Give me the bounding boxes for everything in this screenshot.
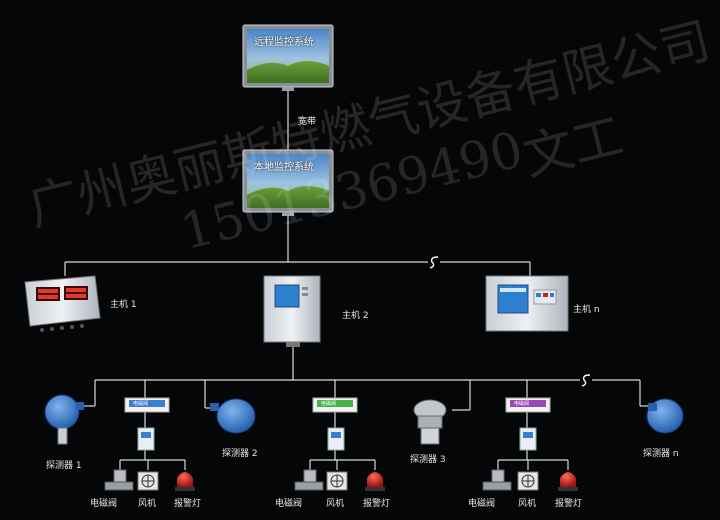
solenoid-valve-icon	[482, 469, 512, 491]
host-2-controller	[263, 275, 321, 347]
detector-3	[413, 399, 447, 445]
detector-1	[44, 394, 84, 445]
relay-box-2	[312, 397, 358, 451]
connection-lines	[64, 88, 652, 470]
fan-icon	[326, 471, 348, 491]
host-1-label: 主机 1	[110, 300, 137, 310]
alarm-light-icon	[365, 472, 385, 491]
alarm-light-icon	[175, 472, 195, 491]
local-monitor-title: 本地监控系统	[254, 162, 314, 173]
relay-box-3	[505, 397, 551, 451]
alarm-light-label: 报警灯	[555, 499, 583, 509]
relay-2-title: 电磁阀	[321, 401, 337, 407]
alarm-light-label: 报警灯	[174, 499, 202, 509]
local-monitor	[242, 149, 334, 216]
relay-box-1	[124, 397, 170, 451]
fan-icon	[517, 471, 539, 491]
valve-label: 电磁阀	[468, 499, 496, 509]
solenoid-valve-icon	[104, 469, 134, 491]
relay-3-title: 电磁阀	[514, 401, 530, 407]
host-2-label: 主机 2	[342, 311, 369, 321]
host-n-label: 主机 n	[573, 305, 600, 315]
detector-2-label: 探测器 2	[222, 449, 258, 459]
relay-1-title: 电磁阀	[133, 401, 149, 407]
break-symbol	[580, 373, 592, 387]
detector-2	[210, 398, 256, 434]
fan-label: 风机	[518, 499, 537, 509]
detector-n	[646, 398, 684, 434]
host-1-controller	[24, 275, 101, 332]
alarm-light-label: 报警灯	[363, 499, 391, 509]
detector-n-label: 探测器 n	[643, 449, 679, 459]
valve-label: 电磁阀	[275, 499, 303, 509]
remote-monitor	[242, 24, 334, 91]
break-symbol	[428, 255, 440, 269]
remote-monitor-title: 远程监控系统	[254, 37, 314, 48]
valve-label: 电磁阀	[90, 499, 118, 509]
solenoid-valve-icon	[294, 469, 324, 491]
fan-icon	[137, 471, 159, 491]
host-n-controller	[485, 275, 569, 332]
fan-label: 风机	[138, 499, 157, 509]
alarm-light-icon	[558, 472, 578, 491]
detector-1-label: 探测器 1	[46, 461, 82, 471]
broadband-label: 宽带	[298, 117, 317, 127]
fan-label: 风机	[326, 499, 345, 509]
detector-3-label: 探测器 3	[410, 455, 446, 465]
